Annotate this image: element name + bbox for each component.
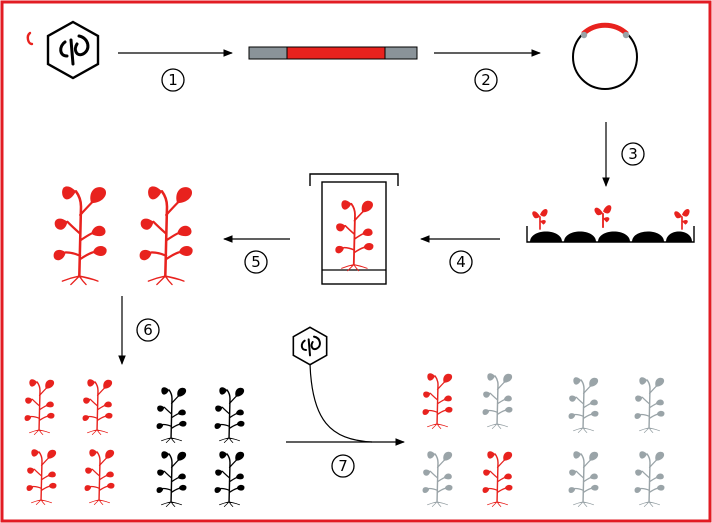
step-badge-3: 3 <box>621 142 645 166</box>
plant-icon <box>481 372 514 430</box>
step-badge-2: 2 <box>474 68 498 92</box>
step-badge-7: 7 <box>331 454 355 478</box>
step-badge-6: 6 <box>136 318 160 342</box>
plant-icon <box>213 386 246 444</box>
plant-icon <box>421 450 454 508</box>
step-badge-1: 1 <box>161 68 185 92</box>
plant-icon <box>633 376 666 434</box>
plant-icon <box>213 450 246 508</box>
source-organism-icon <box>26 20 100 80</box>
step-number: 4 <box>456 253 466 271</box>
step-number: 1 <box>168 71 178 89</box>
step-number: 3 <box>628 145 638 163</box>
plant-icon <box>83 448 116 506</box>
callus-tray-icon <box>526 204 695 243</box>
virus-challenge-icon <box>292 326 328 366</box>
wildtype-plants-grid <box>155 386 246 508</box>
step-number: 7 <box>338 457 348 475</box>
plant-icon <box>155 450 188 508</box>
null-progeny-grid <box>567 376 666 508</box>
plant-icon <box>23 378 56 436</box>
cross-progeny-grid <box>421 372 514 508</box>
virus-inoculation-curve <box>309 363 373 443</box>
plant-icon <box>81 378 114 436</box>
step-badge-4: 4 <box>449 250 473 274</box>
plant-icon <box>567 450 600 508</box>
plant-icon <box>138 185 194 286</box>
step-badge-5: 5 <box>244 250 268 274</box>
plant-icon <box>52 185 108 286</box>
step-number: 5 <box>251 253 261 271</box>
gene-construct-icon <box>248 46 418 60</box>
plant-icon <box>481 450 514 508</box>
plant-icon <box>633 450 666 508</box>
step-number: 2 <box>481 71 491 89</box>
step-number: 6 <box>143 321 153 339</box>
regenerated-plants <box>52 185 194 286</box>
transgenic-progeny-grid <box>23 378 116 506</box>
culture-vessel-icon <box>309 173 399 285</box>
plant-icon <box>421 372 454 430</box>
plasmid-circle-icon <box>572 22 638 90</box>
plant-icon <box>567 376 600 434</box>
plant-icon <box>155 386 188 444</box>
plant-icon <box>25 448 58 506</box>
